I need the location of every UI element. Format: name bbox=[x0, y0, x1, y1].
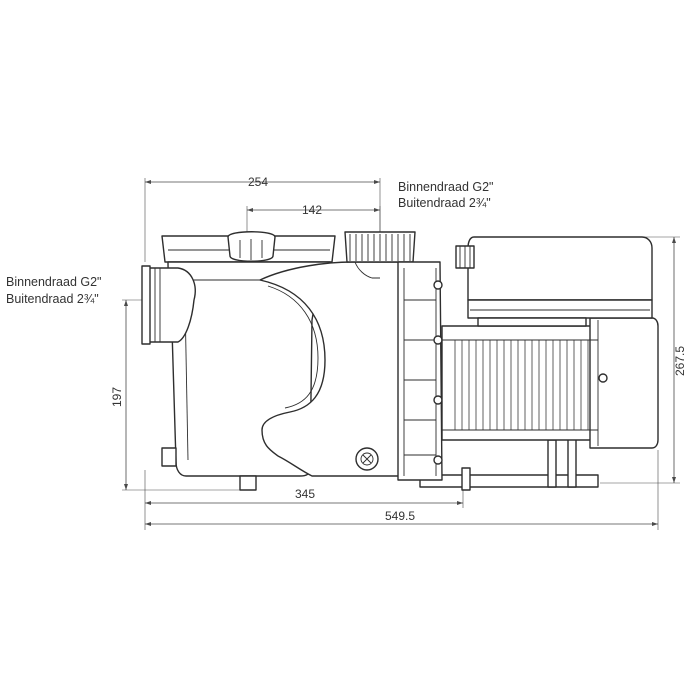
cooling-fins bbox=[454, 340, 589, 430]
dimension-267-5: 267.5 bbox=[600, 236, 687, 484]
mounting-flange bbox=[397, 261, 443, 481]
dimension-345: 345 bbox=[144, 470, 464, 530]
side-port-label: Binnendraad G2" Buitendraad 2¾" bbox=[6, 275, 101, 306]
motor-base bbox=[419, 437, 599, 491]
dimension-197-text: 197 bbox=[110, 387, 124, 407]
dimension-254-text: 254 bbox=[248, 175, 268, 189]
dimension-142-text: 142 bbox=[302, 203, 322, 217]
motor-housing bbox=[441, 317, 659, 449]
top-port-label-line2: Buitendraad 2¾" bbox=[398, 196, 491, 210]
dimension-197: 197 bbox=[110, 299, 240, 491]
top-port-label: Binnendraad G2" Buitendraad 2¾" bbox=[398, 180, 493, 210]
control-box bbox=[455, 236, 653, 327]
dimension-345-text: 345 bbox=[295, 487, 315, 501]
top-port-label-line1: Binnendraad G2" bbox=[398, 180, 493, 194]
dimension-267-5-text: 267.5 bbox=[673, 346, 687, 376]
volute-body bbox=[259, 231, 416, 477]
inlet-port bbox=[141, 265, 196, 345]
dimension-142: 142 bbox=[246, 203, 381, 232]
side-port-label-line2: Buitendraad 2¾" bbox=[6, 292, 99, 306]
side-port-label-line1: Binnendraad G2" bbox=[6, 275, 101, 289]
dimension-549-5: 549.5 bbox=[145, 450, 659, 530]
dimension-254: 254 bbox=[144, 175, 381, 262]
dimension-549-5-text: 549.5 bbox=[385, 509, 415, 523]
